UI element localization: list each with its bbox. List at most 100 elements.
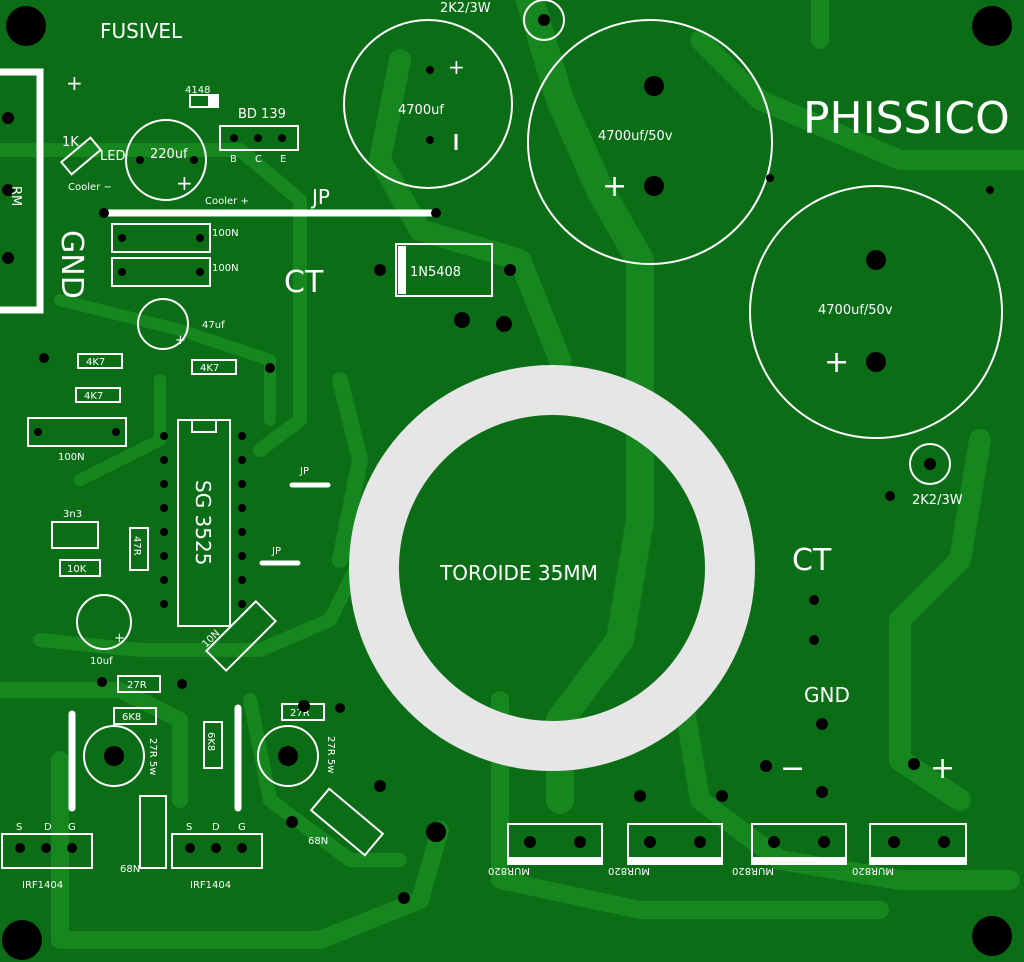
mosfet-b-outline [171,833,263,869]
resistor-4k7-b-label: 4K7 [200,363,219,374]
vias [39,66,994,904]
cap-10uf-outline [76,594,132,650]
pad [866,352,886,372]
diode-1n5408-band [398,246,406,294]
ic-sg3525-label: SG 3525 [191,480,215,565]
pad [99,208,109,218]
pad [196,268,204,276]
diode-1n5408-label: 1N5408 [410,265,461,280]
gnd-right-label: GND [804,683,850,707]
ct-left-label: CT [284,265,324,300]
resistor-27r5w-a-label: 27R 5w [147,738,158,775]
diode-4148-label: 4148 [185,85,210,96]
rm-label: RM [8,186,23,206]
trace-ctrl-a [0,143,307,457]
pad [278,134,286,142]
resistor-47r-outline [129,527,149,571]
resistor-1k-label: 1K [62,135,79,150]
cooler-minus-label: Cooler − [68,182,112,193]
ct-right-label: CT [792,543,832,578]
plus-top-label: + [66,71,83,95]
resistor-6k8-b-outline [203,721,223,769]
mounting-hole [2,920,42,960]
cap-47uf-outline [137,298,189,350]
cap-100n-c-label: 100N [58,452,85,463]
resistor-27r5w-a-outline [83,725,145,787]
resistor-2k2-top-label: 2K2/3W [440,1,491,16]
pad [2,112,14,124]
pad [230,134,238,142]
pad [118,234,126,242]
pad [112,428,120,436]
cap-4700-50-b-label: 4700uf/50v [818,303,893,318]
resistor-2k2-right-outline [909,443,951,485]
cap-100n-b-outline [111,257,211,287]
ic-pins [160,432,246,608]
led-label: LED [100,149,125,164]
pad [431,208,441,218]
toroid-outline [349,365,755,771]
pad [196,234,204,242]
resistor-4k7-c-label: 4K7 [84,391,103,402]
mosfet-a-pin-s: S [16,822,22,833]
resistor-47r-label: 47R [131,536,142,556]
mur820-2-label: MUR820 [608,865,650,876]
resistor-10k-outline [59,559,101,577]
mosfet-b-pin-d: D [212,822,220,833]
cap-47uf-plus: + [175,333,186,348]
resistor-6k8-a-outline [113,707,157,725]
rm-connector-outline [0,68,44,314]
resistor-2k2-right-label: 2K2/3W [912,493,963,508]
cap-4700-50-a-outline [527,19,773,265]
resistor-6k8-a-label: 6K8 [122,712,141,723]
mur820-2-outline [627,823,723,865]
resistor-27r-a-outline [117,675,161,693]
mounting-hole [972,916,1012,956]
resistor-4k7-a-label: 4K7 [86,357,105,368]
pad [644,176,664,196]
fusivel-label: FUSIVEL [100,19,183,43]
trace-ctrl-c [33,553,367,657]
ic-notch [191,419,217,433]
pad [538,14,550,26]
mounting-holes [2,6,1012,960]
pad [2,184,14,196]
cap-10uf-plus: + [114,631,125,646]
cooler-plus-label: Cooler + [205,196,249,207]
resistor-2k2-top-outline [523,0,565,41]
bd139-outline [219,125,299,151]
trace-ctrl-e [51,751,449,949]
mosfet-b-label: IRF1404 [190,880,231,891]
resistor-4k7-c-outline [75,387,121,403]
mosfet-a-pin-g: G [68,822,76,833]
trace-main-d [889,429,991,811]
resistor-10k-label: 10K [67,564,87,575]
pad [866,250,886,270]
pad [34,428,42,436]
mounting-hole [972,6,1012,46]
resistor-27r5w-b-outline [257,725,319,787]
cap-3n3-label: 3n3 [63,509,82,520]
cap-100n-a-label: 100N [212,228,239,239]
resistor-1k-outline [59,136,103,176]
bd139-label: BD 139 [238,107,286,122]
cap-4700-50-b-plus: + [824,345,849,380]
mur820-1-outline [507,823,603,865]
pad [254,134,262,142]
resistor-27r-a-label: 27R [127,680,147,691]
cap-100n-b-label: 100N [212,263,239,274]
cap-47uf-label: 47uf [202,320,225,331]
brand-label: PHISSICO [803,93,1010,144]
pad [190,156,198,164]
cap-68n-a-label: 68N [120,864,140,875]
cap-68n-b-label: 68N [308,836,328,847]
cap-4700-50-a-plus: + [602,169,627,204]
bd139-pin-e: E [280,154,286,165]
trace-ctrl-f [332,372,368,568]
resistor-27r-b-label: 27R [290,708,310,719]
cap-220uf-outline [125,119,207,201]
cap-100n-a-outline [111,223,211,253]
bd139-pin-b: B [230,154,237,165]
